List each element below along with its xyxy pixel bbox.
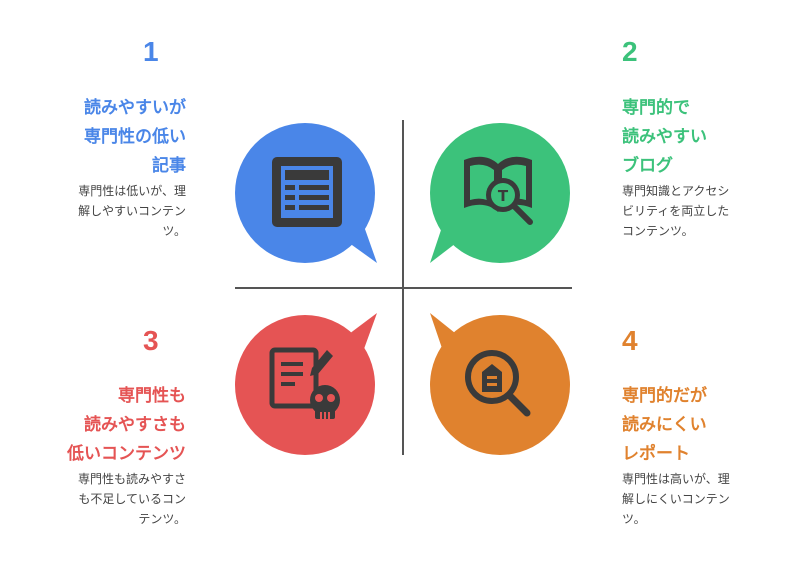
quadrant-2-title-line: 専門的で [622,98,690,118]
quadrant-3-title: 専門性も 読みやすさも 低いコンテンツ [67,382,186,469]
quadrant-4-desc-line: 解しにくいコンテン [622,492,730,506]
quadrant-1-desc-line: ツ。 [162,224,186,238]
quadrant-3-bubble [235,313,377,455]
quadrant-1-title-line: 専門性の低い [84,127,186,147]
quadrant-4-title-line: レポート [622,444,690,464]
quadrant-2-description: 専門知識とアクセシ ビリティを両立した コンテンツ。 [622,181,729,241]
quadrant-1-description: 専門性は低いが、理 解しやすいコンテン ツ。 [78,181,186,241]
quadrant-4-title-line: 専門的だが [622,386,707,406]
quadrant-1-number: 1 [143,36,159,67]
quadrant-2-desc-line: ビリティを両立した [622,204,730,218]
magnify-document-icon [465,350,531,417]
quadrant-3-description: 専門性も読みやすさ も不足しているコン テンツ。 [78,469,186,529]
quadrant-1-desc-line: 専門性は低いが、理 [78,184,186,198]
document-icon [272,157,342,227]
quadrant-1-title-line: 記事 [152,156,186,176]
quadrant-4-title-line: 読みにくい [622,415,707,435]
quadrant-4-bubble [430,313,570,455]
quadrant-3-title-line: 専門性も [118,386,186,406]
quadrant-3-title-line: 低いコンテンツ [67,444,186,464]
quadrant-1-bubble [235,123,377,263]
quadrant-4-description: 専門性は高いが、理 解しにくいコンテン ツ。 [622,469,730,529]
quadrant-1-desc-line: 解しやすいコンテン [78,204,186,218]
quadrant-3-desc-line: テンツ。 [138,512,186,526]
quadrant-1-title-line: 読みやすいが [84,98,186,118]
quadrant-2-title: 専門的で 読みやすい ブログ [622,94,707,181]
quadrant-2-title-line: ブログ [622,156,673,176]
quadrant-3-desc-line: も不足しているコン [78,492,186,506]
book-search-icon: T [464,156,533,225]
quadrant-2-desc-line: コンテンツ。 [622,224,694,238]
quadrant-4-number: 4 [622,325,638,356]
horizontal-axis [235,287,572,289]
svg-text:T: T [498,187,509,205]
quadrant-3-desc-line: 専門性も読みやすさ [77,472,186,486]
quadrant-2-number: 2 [622,36,638,67]
quadrant-3-title-line: 読みやすさも [84,415,186,435]
quadrant-4-desc-line: 専門性は高いが、理 [622,472,730,486]
quadrant-4-title: 専門的だが 読みにくい レポート [622,382,707,469]
quadrant-2-title-line: 読みやすい [622,127,707,147]
quadrant-2-desc-line: 専門知識とアクセシ [622,184,730,198]
quadrant-4-desc-line: ツ。 [622,512,646,526]
quadrant-3-number: 3 [143,325,159,356]
document-skull-icon [269,347,340,419]
quadrant-1-title: 読みやすいが 専門性の低い 記事 [84,94,186,181]
quadrant-2-bubble: T [430,123,570,263]
